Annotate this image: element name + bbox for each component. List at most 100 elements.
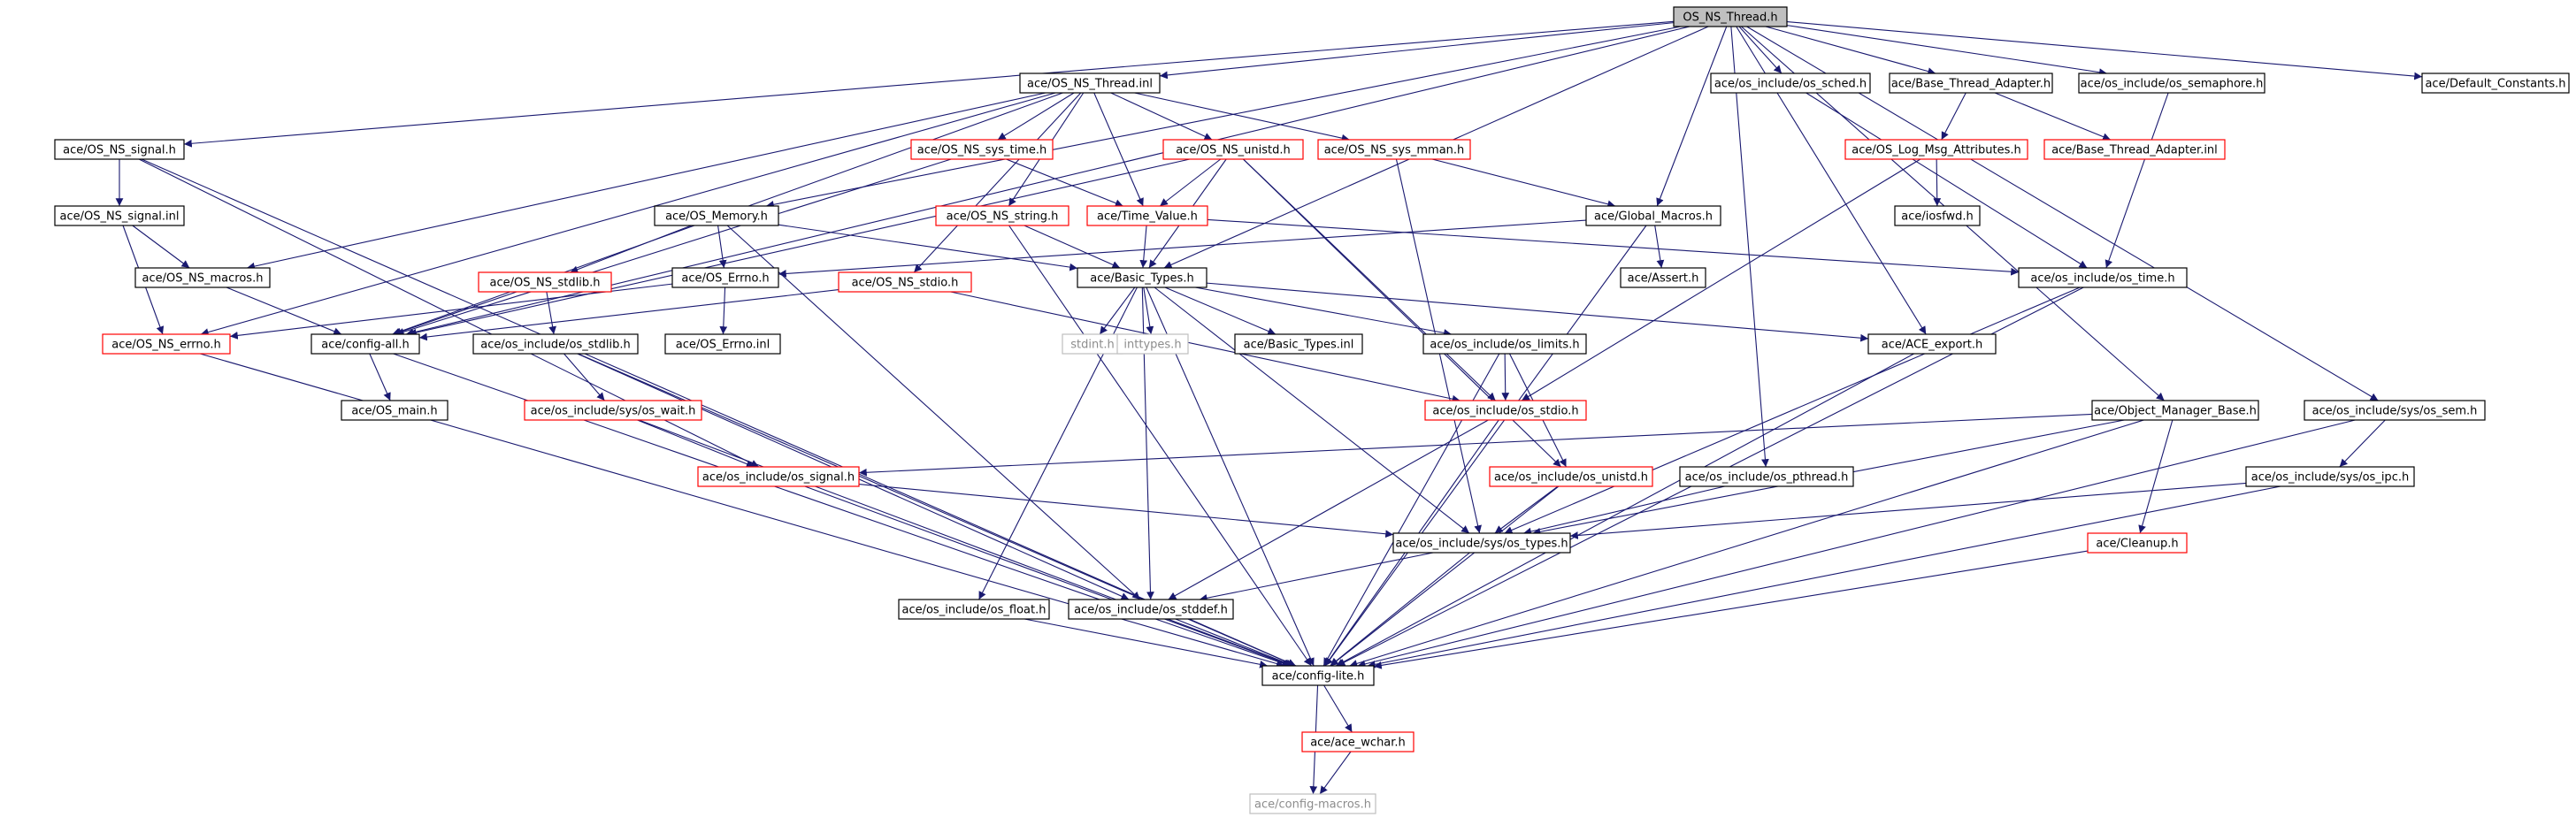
node-ns-string[interactable]: ace/OS_NS_string.h — [935, 205, 1070, 226]
node-global-macros[interactable]: ace/Global_Macros.h — [1585, 205, 1721, 226]
node-ns-signal-inl[interactable]: ace/OS_NS_signal.inl — [54, 205, 185, 226]
node-log-msg-attr[interactable]: ace/OS_Log_Msg_Attributes.h — [1844, 139, 2028, 160]
edge-time_value-to-basic_types — [1139, 225, 1148, 269]
edge-os_ipc-to-config_lite — [1367, 485, 2281, 668]
node-os-sched[interactable]: ace/os_include/os_sched.h — [1710, 73, 1871, 94]
node-config-lite[interactable]: ace/config-lite.h — [1261, 665, 1375, 686]
edge-basic_types-to-inttypes — [1143, 286, 1154, 335]
node-os-float[interactable]: ace/os_include/os_float.h — [898, 599, 1050, 620]
node-os-errno[interactable]: ace/OS_Errno.h — [671, 267, 779, 288]
edge-line — [1207, 218, 2020, 276]
node-iosfwd[interactable]: ace/iosfwd.h — [1894, 205, 1981, 226]
node-stdint[interactable]: stdint.h — [1062, 333, 1123, 355]
edge-config_all-to-os_main — [369, 353, 391, 401]
node-os-main[interactable]: ace/OS_main.h — [341, 400, 448, 421]
edge-os_memory-to-os_stddef — [726, 225, 1141, 600]
edge-line — [1357, 419, 2356, 668]
node-base-thread-adapter-inl[interactable]: ace/Base_Thread_Adapter.inl — [2043, 139, 2226, 160]
node-inttypes[interactable]: inttypes.h — [1116, 333, 1189, 355]
node-object-manager-base[interactable]: ace/Object_Manager_Base.h — [2091, 400, 2259, 421]
node-ns-unistd[interactable]: ace/OS_NS_unistd.h — [1162, 139, 1304, 160]
node-label: ace/os_include/os_semaphore.h — [2081, 78, 2264, 91]
node-box — [1867, 333, 1997, 355]
node-os-stdio[interactable]: ace/os_include/os_stdio.h — [1424, 400, 1587, 421]
node-box — [898, 599, 1050, 620]
node-config-macros[interactable]: ace/config-macros.h — [1249, 793, 1376, 814]
node-label: ace/os_include/os_signal.h — [702, 471, 855, 485]
node-os-signal[interactable]: ace/os_include/os_signal.h — [697, 466, 860, 487]
node-box — [910, 139, 1054, 160]
node-basic-types[interactable]: ace/Basic_Types.h — [1077, 267, 1208, 288]
node-ns-sys-time[interactable]: ace/OS_NS_sys_time.h — [910, 139, 1054, 160]
node-label: ace/os_include/os_stddef.h — [1074, 604, 1228, 617]
node-os-memory[interactable]: ace/OS_Memory.h — [654, 205, 779, 226]
node-box — [654, 205, 779, 226]
node-label: ace/OS_NS_unistd.h — [1176, 144, 1291, 157]
edge-line — [637, 419, 755, 468]
edge-ns_signal_inl-to-ns_macros — [132, 225, 190, 269]
node-label: ace/Basic_Types.inl — [1244, 339, 1354, 352]
node-ns-sys-mman[interactable]: ace/OS_NS_sys_mman.h — [1317, 139, 1471, 160]
node-config-all[interactable]: ace/config-all.h — [310, 333, 420, 355]
node-default-constants[interactable]: ace/Default_Constants.h — [2421, 73, 2570, 94]
node-label: ace/OS_Errno.inl — [676, 339, 770, 352]
node-box — [1301, 731, 1414, 752]
node-box — [54, 205, 185, 226]
node-box — [1077, 267, 1208, 288]
node-box — [1086, 205, 1208, 226]
node-ns-signal[interactable]: ace/OS_NS_signal.h — [54, 139, 185, 160]
edge-line — [1143, 286, 1154, 335]
edge-line — [1008, 225, 1312, 667]
node-ace-wchar[interactable]: ace/ace_wchar.h — [1301, 731, 1414, 752]
node-os-wait[interactable]: ace/os_include/sys/os_wait.h — [524, 400, 702, 421]
node-box — [134, 267, 271, 288]
edge-line — [1159, 22, 1675, 80]
node-basic-types-inl[interactable]: ace/Basic_Types.inl — [1234, 333, 1363, 355]
node-root[interactable]: OS_NS_Thread.h — [1673, 6, 1788, 27]
edge-ns_signal-to-os_signal — [138, 158, 760, 468]
node-os-pthread[interactable]: ace/os_include/os_pthread.h — [1679, 466, 1854, 487]
node-ns-errno[interactable]: ace/OS_NS_errno.h — [102, 333, 231, 355]
edge-line — [778, 224, 1078, 271]
node-label: ace/Base_Thread_Adapter.h — [1891, 78, 2051, 91]
node-ns-macros[interactable]: ace/OS_NS_macros.h — [134, 267, 271, 288]
node-os-stdlib[interactable]: ace/os_include/os_stdlib.h — [472, 333, 639, 355]
edge-ns_string-to-basic_types — [1024, 225, 1121, 269]
node-thread-inl[interactable]: ace/OS_NS_Thread.inl — [1019, 73, 1161, 94]
edge-os_errno-to-os_errno_inl — [719, 286, 728, 335]
node-box — [310, 333, 420, 355]
edge-os_sem-to-os_ipc — [2339, 419, 2386, 468]
node-label: OS_NS_Thread.h — [1683, 11, 1777, 25]
node-assert[interactable]: ace/Assert.h — [1620, 267, 1706, 288]
edge-object_manager_base-to-config_lite — [1349, 419, 2144, 668]
node-box — [341, 400, 448, 421]
node-os-unistd[interactable]: ace/os_include/os_unistd.h — [1489, 466, 1653, 487]
edge-line — [132, 225, 190, 269]
node-os-sem[interactable]: ace/os_include/sys/os_sem.h — [2304, 400, 2486, 421]
node-base-thread-adapter[interactable]: ace/Base_Thread_Adapter.h — [1889, 73, 2053, 94]
node-label: ace/OS_NS_sys_mman.h — [1324, 144, 1465, 157]
node-ns-stdio[interactable]: ace/OS_NS_stdio.h — [838, 271, 972, 293]
edge-line — [1504, 286, 2081, 534]
edge-os_pthread-to-os_types — [1523, 485, 1725, 536]
node-os-time[interactable]: ace/os_include/os_time.h — [2018, 267, 2188, 288]
node-os-semaphore[interactable]: ace/os_include/os_semaphore.h — [2078, 73, 2266, 94]
node-box — [2245, 466, 2415, 487]
edge-line — [1110, 92, 1213, 141]
node-ns-stdlib[interactable]: ace/OS_NS_stdlib.h — [478, 271, 612, 293]
edge-os_memory-to-basic_types — [778, 224, 1078, 271]
node-os-stddef[interactable]: ace/os_include/os_stddef.h — [1068, 599, 1234, 620]
node-os-limits[interactable]: ace/os_include/os_limits.h — [1422, 333, 1587, 355]
node-os-ipc[interactable]: ace/os_include/sys/os_ipc.h — [2245, 466, 2415, 487]
node-ace-export[interactable]: ace/ACE_export.h — [1867, 333, 1997, 355]
edge-root-to-global_macros — [1656, 26, 1728, 207]
edge-root-to-ns_signal — [183, 20, 1675, 148]
node-os-errno-inl[interactable]: ace/OS_Errno.inl — [664, 333, 781, 355]
node-os-types[interactable]: ace/os_include/sys/os_types.h — [1392, 532, 1571, 554]
node-cleanup[interactable]: ace/Cleanup.h — [2087, 532, 2188, 554]
edge-os_errno-to-ns_errno — [229, 283, 673, 340]
node-time-value[interactable]: ace/Time_Value.h — [1086, 205, 1208, 226]
edge-line — [765, 26, 1682, 209]
node-box — [1392, 532, 1571, 554]
